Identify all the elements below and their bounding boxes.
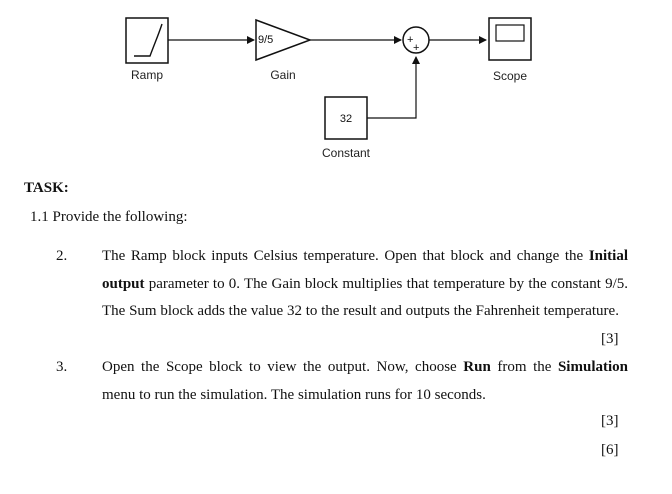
constant-block[interactable] — [324, 96, 368, 140]
gain-value: 9/5 — [258, 34, 273, 46]
sum-sign-left: + — [407, 34, 413, 46]
sum-sign-bottom: + — [413, 42, 419, 54]
gain-block[interactable] — [255, 18, 313, 62]
item-text-part: menu to run the simulation. The simulati… — [102, 386, 486, 403]
item-text: Open the Scope block to view the output.… — [102, 354, 628, 409]
scope-block[interactable] — [488, 17, 532, 61]
block-diagram: Ramp 9/5 Gain + + Scope 32 Constant — [125, 17, 532, 160]
gain-label: Gain — [270, 68, 295, 82]
task-subheading: 1.1 Provide the following: — [30, 209, 188, 225]
item-text-part: The Ramp block inputs Celsius temperatur… — [102, 248, 589, 264]
item-text-bold: Initial output — [102, 248, 628, 292]
constant-value: 32 — [340, 113, 352, 125]
item-text-part: from the — [490, 359, 558, 375]
item-text-bold: Run — [463, 359, 491, 375]
item-text-bold: Simulation — [557, 359, 628, 375]
total-marks: [6] — [601, 442, 619, 458]
scope-label: Scope — [493, 69, 527, 83]
signal-line-constant-sum — [367, 56, 420, 119]
ramp-block[interactable] — [125, 17, 169, 64]
item-number: 2. — [56, 248, 68, 264]
item-marks: [3] — [601, 331, 619, 347]
constant-label: Constant — [322, 146, 371, 160]
item-text-part: Open the Scope block to view the output.… — [102, 359, 464, 375]
task-heading: TASK: — [24, 180, 69, 196]
ramp-label: Ramp — [131, 68, 163, 82]
item-text: The Ramp block inputs Celsius temperatur… — [102, 243, 628, 326]
item-text-part: parameter to 0. The Gain block multiplie… — [102, 275, 628, 320]
item-marks: [3] — [601, 413, 619, 429]
item-number: 3. — [56, 359, 68, 375]
